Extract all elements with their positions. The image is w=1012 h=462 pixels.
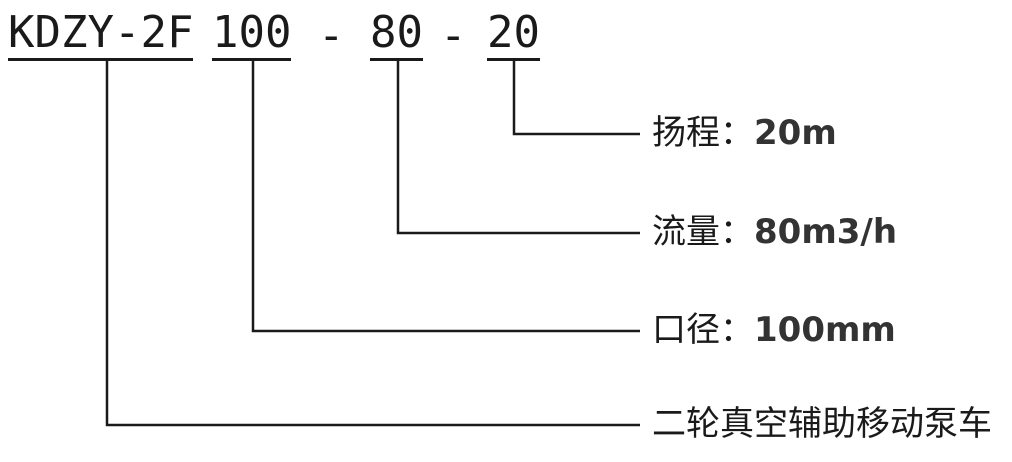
model-separator-1: - — [318, 10, 345, 61]
legend-head-value: 20m — [754, 113, 837, 153]
legend-head: 扬程：20m — [652, 113, 837, 153]
model-separator-2: - — [440, 10, 467, 61]
model-diameter-code: 100 — [212, 8, 292, 61]
legend-type-label: 二轮真空辅助移动泵车 — [652, 404, 992, 444]
legend-flow: 流量：80m3/h — [652, 212, 897, 252]
connector-head — [512, 58, 640, 136]
model-head-code: 20 — [487, 8, 540, 61]
legend-flow-value: 80m3/h — [754, 212, 898, 252]
legend-type: 二轮真空辅助移动泵车 — [652, 404, 992, 444]
model-flow-code: 80 — [370, 8, 423, 61]
legend-diameter: 口径：100mm — [652, 310, 896, 350]
legend-flow-label: 流量： — [652, 212, 754, 252]
connector-type — [105, 58, 640, 427]
legend-diameter-label: 口径： — [652, 310, 754, 350]
legend-head-label: 扬程： — [652, 113, 754, 153]
model-series: KDZY-2F — [8, 8, 194, 61]
connector-flow — [396, 58, 640, 235]
connector-diameter — [251, 58, 640, 333]
legend-diameter-value: 100mm — [754, 310, 896, 350]
